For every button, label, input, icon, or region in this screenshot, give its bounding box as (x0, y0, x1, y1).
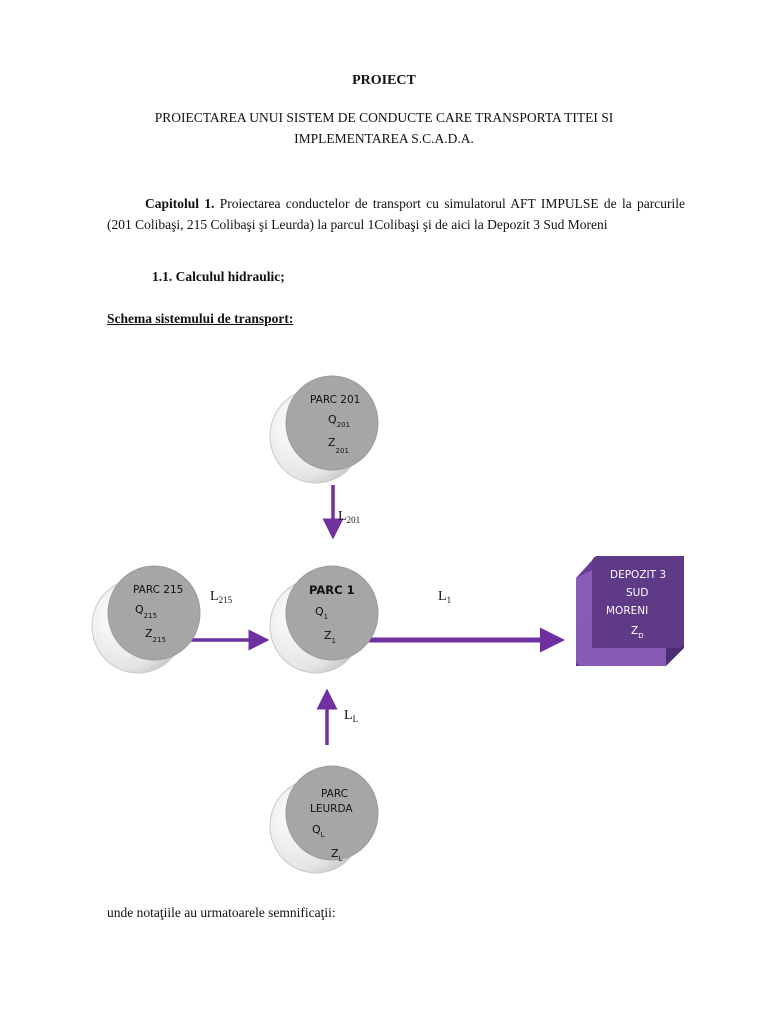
parc-1-name: PARC 1 (309, 583, 355, 597)
parc-leurda-node: PARC LEURDA QL ZL (269, 765, 379, 874)
depozit-line3: MORENI (606, 605, 648, 617)
depozit-node: DEPOZIT 3 SUD MORENI ZD (576, 556, 684, 666)
notation-intro: unde notaţiile au urmatoarele semnificaţ… (107, 905, 336, 920)
parc-215-name: PARC 215 (133, 584, 183, 596)
parc-201-name: PARC 201 (310, 394, 360, 406)
pipe-ll-label: LL (344, 708, 358, 724)
parc-215-node: PARC 215 Q215 Z215 (91, 565, 201, 674)
parc-1-node: PARC 1 Q1 Z1 (269, 565, 379, 674)
parc-201-elevation: Z201 (328, 436, 349, 455)
parc-leurda-elevation: ZL (331, 847, 343, 863)
parc-leurda-name-line2: LEURDA (310, 803, 353, 815)
document-subtitle: PROIECTAREA UNUI SISTEM DE CONDUCTE CARE… (154, 110, 614, 146)
parc-215-flow: Q215 (135, 603, 157, 620)
parc-leurda-flow: QL (312, 823, 325, 839)
parc-leurda-name-line1: PARC (321, 788, 348, 800)
depozit-line1: DEPOZIT 3 (610, 569, 666, 581)
parc-1-flow: Q1 (315, 605, 328, 621)
parc-215-elevation: Z215 (145, 627, 166, 644)
depozit-elevation: ZD (631, 625, 644, 640)
depozit-line2: SUD (626, 587, 648, 599)
chapter-label: Capitolul 1. (145, 196, 215, 211)
parc-201-flow: Q201 (328, 413, 350, 429)
chapter-paragraph: Capitolul 1. Proiectarea conductelor de … (107, 193, 685, 235)
parc-1-elevation: Z1 (324, 629, 336, 645)
parc-201-node: PARC 201 Q201 Z201 (269, 375, 379, 484)
chapter-text: Proiectarea conductelor de transport cu … (107, 196, 685, 232)
pipe-l215-label: L215 (210, 589, 233, 605)
pipe-l1-label: L1 (438, 589, 451, 605)
scheme-heading: Schema sistemului de transport: (107, 311, 294, 326)
document-title: PROIECT (352, 73, 416, 88)
section-heading: 1.1. Calculul hidraulic; (152, 269, 285, 284)
pipe-l201-label: L201 (338, 509, 360, 525)
